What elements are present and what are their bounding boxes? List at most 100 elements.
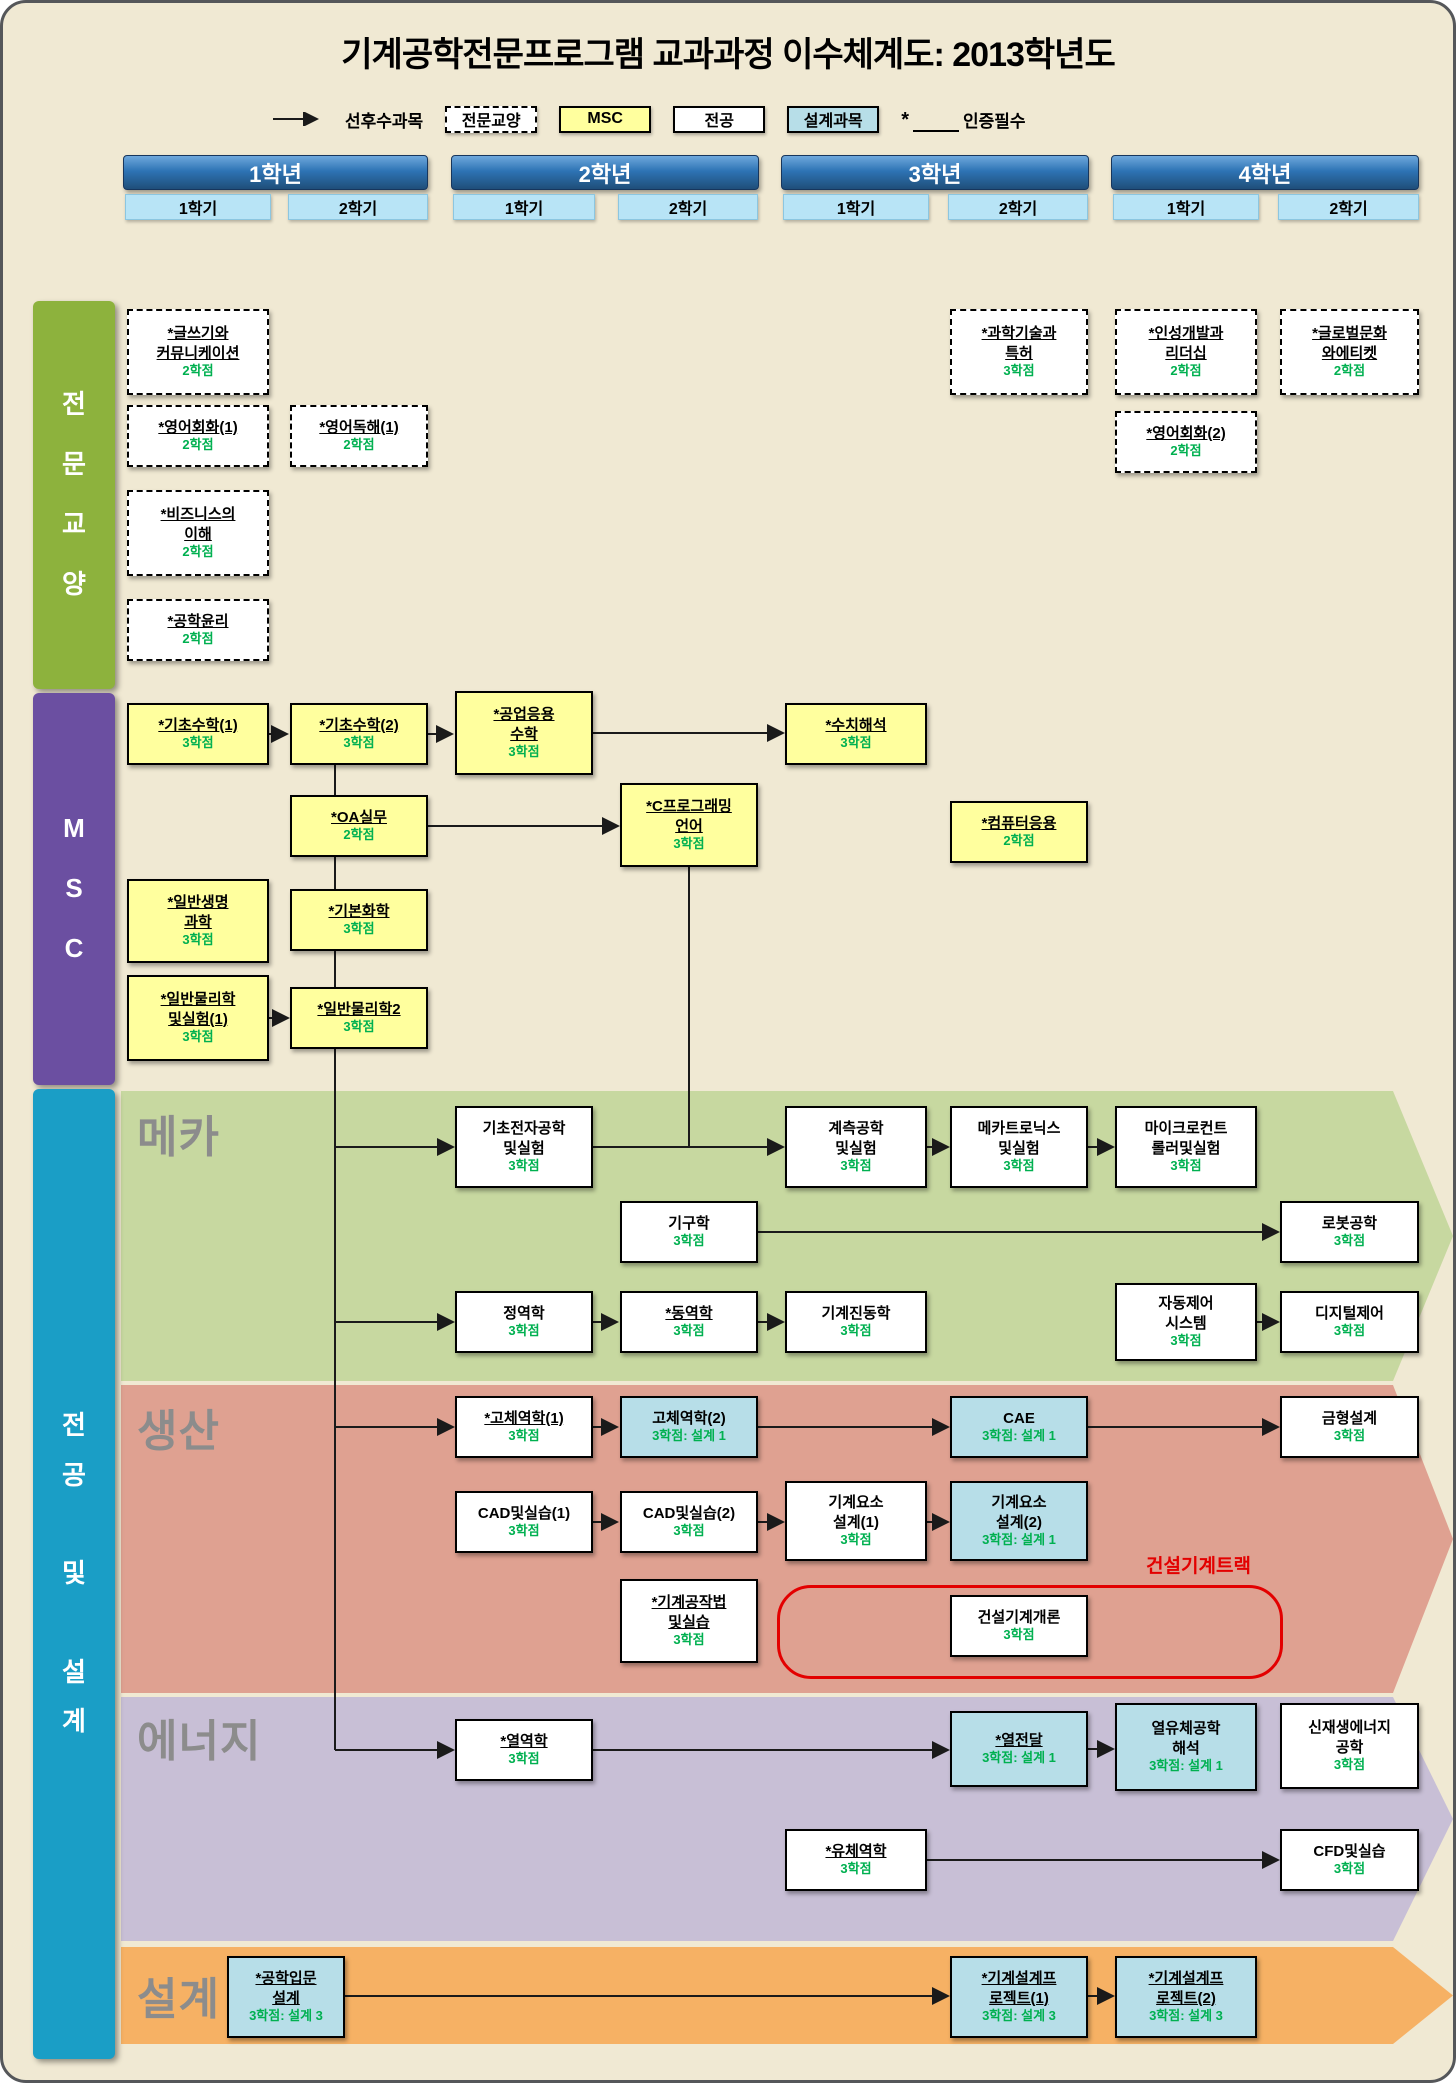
- course-credit: 3학점: 설계 3: [982, 2008, 1056, 2024]
- course-credit: 3학점: 설계 3: [1149, 2008, 1223, 2024]
- course-english-reading-1: *영어독해(1) 2학점: [290, 405, 428, 467]
- course-credit: 3학점: [1333, 1233, 1366, 1249]
- course-english-conversation-1: *영어회화(1) 2학점: [127, 405, 269, 467]
- course-credit: 3학점: [1003, 1158, 1035, 1174]
- legend-general-education: 전문교양: [445, 105, 538, 133]
- course-basic-electronics-lab: 기초전자공학 및실험 3학점: [455, 1106, 593, 1188]
- course-credit: 3학점: [673, 836, 705, 852]
- course-credit: 3학점: [508, 744, 540, 760]
- course-automatic-control-system: 자동제어 시스템 3학점: [1115, 1283, 1257, 1361]
- legend-design-course: 설계과목: [787, 105, 880, 133]
- sidebar-msc: M S C: [33, 693, 115, 1085]
- course-title: *기초수학(1): [158, 716, 238, 734]
- band-label-energy: 에너지: [137, 1717, 262, 1766]
- course-computer-application: *컴퓨터응용 2학점: [950, 801, 1088, 863]
- course-basic-chemistry: *기본화학 3학점: [290, 889, 428, 951]
- course-robotics: 로봇공학 3학점: [1280, 1201, 1419, 1263]
- underline-mark: [913, 118, 959, 132]
- band-label-mecha: 메카: [137, 1113, 220, 1162]
- course-credit: 2학점: [182, 544, 214, 560]
- course-title: 기계진동학: [821, 1304, 891, 1322]
- course-credit: 3학점: [508, 1428, 540, 1444]
- course-construction-machinery-intro: 건설기계개론 3학점: [950, 1595, 1088, 1657]
- course-title: *인성개발과 리더십: [1148, 325, 1224, 362]
- course-credit: 3학점: [508, 1523, 540, 1539]
- course-title: *열역학: [500, 1732, 548, 1750]
- course-title: 디지털제어: [1314, 1304, 1384, 1322]
- course-title: *공학윤리: [167, 612, 229, 630]
- course-credit: 3학점: [1170, 1333, 1202, 1349]
- course-basic-math-1: *기초수학(1) 3학점: [127, 703, 269, 765]
- course-title: *비즈니스의 이해: [160, 506, 236, 543]
- course-credit: 3학점: [840, 1532, 872, 1548]
- course-title: *글로벌문화 와에티켓: [1312, 325, 1387, 362]
- course-mechanical-vibration: 기계진동학 3학점: [785, 1291, 927, 1353]
- band-label-production: 생산: [137, 1407, 220, 1456]
- sidebar-general-education: 전 문 교 양: [33, 301, 115, 689]
- course-english-conversation-2: *영어회화(2) 2학점: [1115, 411, 1257, 473]
- course-credit: 3학점: [673, 1233, 705, 1249]
- course-title: *일반생명 과학: [167, 894, 229, 931]
- course-science-tech-patent: *과학기술과 특허 3학점: [950, 309, 1088, 395]
- course-title: 메카트로닉스 및실험: [977, 1120, 1061, 1157]
- course-thermofluid-analysis: 열유체공학 해석 3학점: 설계 1: [1115, 1703, 1257, 1791]
- year-3-header: 3학년: [781, 155, 1089, 190]
- course-credit: 3학점: [1003, 363, 1035, 379]
- course-credit: 3학점: [508, 1323, 540, 1339]
- semester-4-1-header: 1학기: [1113, 194, 1259, 220]
- course-measurement-engineering-lab: 계측공학 및실험 3학점: [785, 1106, 927, 1188]
- course-dynamics: *동역학 3학점: [620, 1291, 758, 1353]
- course-general-physics-2: *일반물리학2 3학점: [290, 987, 428, 1049]
- course-title: *유체역학: [825, 1842, 887, 1860]
- course-cae: CAE 3학점: 설계 1: [950, 1396, 1088, 1458]
- course-thermodynamics: *열역학 3학점: [455, 1719, 593, 1781]
- course-credit: 3학점: [1333, 1861, 1366, 1877]
- course-title: 금형설계: [1321, 1409, 1378, 1427]
- year-2-header: 2학년: [451, 155, 759, 190]
- course-credit: 3학점: [673, 1323, 705, 1339]
- course-machine-tooling-practice: *기계공작법 및실습 3학점: [620, 1579, 758, 1663]
- construction-track-label: 건설기계트랙: [1146, 1556, 1251, 1577]
- course-title: *OA실무: [331, 808, 387, 826]
- course-credit: 3학점: [673, 1523, 705, 1539]
- course-credit: 3학점: [508, 1751, 540, 1767]
- course-business-understanding: *비즈니스의 이해 2학점: [127, 490, 269, 576]
- sidebar-major-and-design: 전 공 및 설 계: [33, 1089, 115, 2059]
- year-4-header: 4학년: [1111, 155, 1419, 190]
- course-writing-communication: *글쓰기와 커뮤니케이션 2학점: [127, 309, 269, 395]
- course-credit: 3학점: 설계 1: [652, 1428, 726, 1444]
- course-credit: 3학점: [1170, 1158, 1202, 1174]
- semester-1-1-header: 1학기: [125, 194, 271, 220]
- course-credit: 3학점: 설계 1: [982, 1428, 1056, 1444]
- course-credit: 3학점: [343, 735, 375, 751]
- course-title: 계측공학 및실험: [828, 1120, 884, 1157]
- semester-1-2-header: 2학기: [288, 194, 428, 220]
- course-global-culture-etiquette: *글로벌문화 와에티켓 2학점: [1280, 309, 1419, 395]
- course-mechanical-design-project-2: *기계설계프 로젝트(2) 3학점: 설계 3: [1115, 1956, 1257, 2038]
- course-heat-transfer: *열전달 3학점: 설계 1: [950, 1711, 1088, 1787]
- course-title: *일반물리학2: [317, 1000, 401, 1018]
- course-title: 기초전자공학 및실험: [482, 1120, 566, 1157]
- course-c-programming: *C프로그래밍 언어 3학점: [620, 783, 758, 867]
- course-credit: 2학점: [1003, 833, 1035, 849]
- course-cad-practice-2: CAD및실습(2) 3학점: [620, 1491, 758, 1553]
- course-credit: 3학점: [508, 1158, 540, 1174]
- legend-cert-label: 인증필수: [963, 111, 1026, 131]
- semester-4-2-header: 2학기: [1278, 194, 1419, 220]
- legend-major: 전공: [673, 105, 766, 133]
- course-credit: 2학점: [1170, 443, 1202, 459]
- course-credit: 3학점: [182, 735, 214, 751]
- course-title: 고체역학(2): [652, 1409, 726, 1427]
- course-title: 자동제어 시스템: [1158, 1295, 1214, 1332]
- band-label-design: 설계: [137, 1975, 220, 2024]
- page-title: 기계공학전문프로그램 교과과정 이수체계도: 2013학년도: [341, 36, 1115, 74]
- course-title: 로봇공학: [1321, 1214, 1378, 1232]
- course-title: *영어회화(1): [158, 418, 238, 436]
- course-title: *글쓰기와 커뮤니케이션: [156, 325, 240, 362]
- course-basic-math-2: *기초수학(2) 3학점: [290, 703, 428, 765]
- legend-msc: MSC: [559, 105, 652, 133]
- course-title: *기초수학(2): [319, 716, 399, 734]
- course-title: 기구학: [668, 1214, 710, 1232]
- course-title: 건설기계개론: [977, 1608, 1061, 1626]
- semester-3-2-header: 2학기: [948, 194, 1088, 220]
